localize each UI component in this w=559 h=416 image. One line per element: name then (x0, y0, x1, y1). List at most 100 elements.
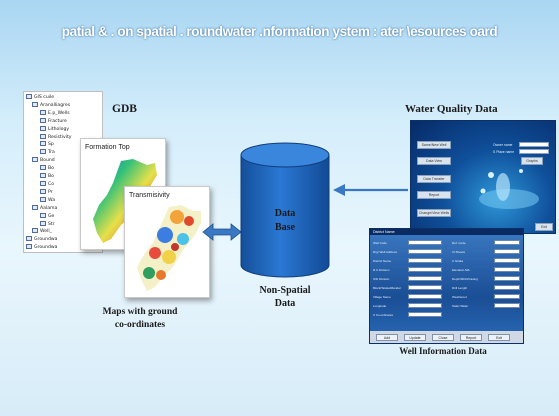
non-spatial-label: Non-Spatial Data (240, 284, 330, 310)
well-field-input[interactable] (408, 249, 442, 254)
tree-item[interactable]: Wa (26, 196, 100, 205)
tree-item-label: Sp (48, 142, 54, 148)
well-field-label: District Name (373, 259, 392, 263)
well-right-field-label: C.Strata (452, 259, 464, 263)
layer-icon (26, 236, 32, 242)
well-right-field-input[interactable] (494, 240, 520, 245)
tree-item[interactable]: Bo (26, 165, 100, 173)
tree-item-label: Well_ (40, 229, 52, 235)
well-field-label: Drg/ Well Address (373, 250, 397, 254)
tree-item[interactable]: Pr (26, 188, 100, 197)
well-right-field-label: Cl.Sheets (452, 250, 466, 254)
layer-icon (40, 188, 46, 194)
water-quality-screen: Same/New Well Data View Data Transfer Re… (410, 120, 556, 234)
well-field-label: X Co-ordinates (373, 313, 394, 317)
well-button-close[interactable]: Close (432, 334, 454, 341)
wq-place-label: S Place name (493, 150, 515, 154)
well-field-label: S/D Division (373, 277, 390, 281)
well-field-input[interactable] (408, 303, 442, 308)
tree-item-label: Pr (48, 189, 53, 195)
wq-button-5[interactable]: Change/View Wells (417, 209, 451, 217)
well-button-report[interactable]: Report (460, 334, 482, 341)
layer-icon (26, 94, 32, 99)
layer-icon (32, 157, 38, 163)
well-field-label: R.C.Division (373, 268, 390, 272)
tree-item[interactable]: Bo (26, 173, 100, 181)
well-field-input[interactable] (408, 240, 442, 245)
wq-owner-field[interactable] (519, 142, 549, 147)
well-button-exit[interactable]: Exit (488, 334, 510, 341)
tree-item[interactable]: Fracture (26, 117, 100, 126)
tree-item[interactable]: Ge (26, 212, 100, 221)
well-field-input[interactable] (408, 312, 442, 317)
well-field-input[interactable] (408, 285, 442, 290)
well-field-input[interactable] (408, 267, 442, 272)
well-field-input[interactable] (408, 258, 442, 263)
wq-exit-button[interactable]: Exit (535, 223, 553, 231)
wq-place-field[interactable] (519, 149, 549, 154)
well-field-label: Longitude (373, 304, 387, 308)
tree-item[interactable]: Str (26, 220, 100, 229)
wq-owner-label: Owner name (493, 143, 513, 147)
tree-item[interactable]: Tra (26, 149, 100, 157)
well-right-field-input[interactable] (494, 258, 520, 263)
tree-item[interactable]: Aranalliagres (26, 101, 100, 110)
well-right-field-input[interactable] (494, 303, 520, 308)
gdb-label: GDB (112, 103, 137, 115)
tree-item-label: Fracture (48, 118, 67, 124)
layer-icon (40, 212, 46, 218)
well-field-input[interactable] (408, 276, 442, 281)
well-right-field-input[interactable] (494, 267, 520, 272)
tree-item[interactable]: Groundwa (26, 244, 100, 252)
well-field-input[interactable] (408, 294, 442, 299)
tree-item[interactable]: Well_ (26, 228, 100, 236)
tree-item-label: GIS cuile (34, 95, 55, 100)
well-button-update[interactable]: Update (404, 334, 426, 341)
database-label-line2: Base (275, 222, 295, 233)
tree-item-label: Wa (48, 197, 56, 203)
tree-item-label: E.p_Wells (48, 110, 70, 116)
well-right-field-input[interactable] (494, 294, 520, 299)
well-field-label: Well Code (373, 241, 387, 245)
well-right-field-input[interactable] (494, 276, 520, 281)
layer-icon (40, 220, 46, 226)
tree-item[interactable]: Lithology (26, 125, 100, 134)
well-right-field-label: Weathered (452, 295, 467, 299)
water-splash-image (479, 169, 539, 209)
formation-top-title: Formation Top (85, 144, 130, 151)
tree-item[interactable]: GIS cuile (26, 94, 100, 102)
layer-icon (32, 101, 38, 107)
non-spatial-line1: Non-Spatial (259, 285, 311, 296)
well-right-field-input[interactable] (494, 285, 520, 290)
layer-icon (40, 141, 46, 147)
tree-item[interactable]: Groundwa (26, 236, 100, 244)
wq-button-4[interactable]: Report (417, 191, 451, 199)
maps-label-line1: Maps with ground (102, 307, 178, 317)
wq-button-1[interactable]: Same/New Well (417, 141, 451, 149)
tree-item[interactable]: Resistivity (26, 133, 100, 142)
layer-icon (40, 133, 46, 139)
well-right-field-input[interactable] (494, 249, 520, 254)
layer-icon (40, 173, 46, 179)
tree-item[interactable]: Aalama (26, 204, 100, 213)
tree-item[interactable]: Sp (26, 141, 100, 149)
well-info-label: Well Information Data (399, 346, 487, 356)
wq-graphs-button[interactable]: Graphs (521, 157, 543, 165)
wq-button-3[interactable]: Data Transfer (417, 175, 451, 183)
tree-item[interactable]: Co (26, 180, 100, 189)
tree-item-label: Tra (48, 150, 55, 156)
tree-item[interactable]: Bound (26, 157, 100, 165)
well-button-add[interactable]: Add (376, 334, 398, 341)
layer-icon (40, 165, 46, 171)
wq-button-2[interactable]: Data View (417, 157, 451, 165)
transmisivity-map: Transmisivity (124, 186, 210, 298)
well-right-field-label: Elevation M/L (452, 268, 471, 272)
well-right-field-label: Depth/MCD/Casing (452, 277, 478, 281)
tree-item[interactable]: E.p_Wells (26, 109, 100, 118)
slide-title: patial & . on spatial . roundwater .nfor… (61, 24, 498, 39)
layer-icon (40, 196, 46, 202)
tree-item-label: Str (48, 221, 55, 227)
layer-icon (40, 149, 46, 155)
transmisivity-title: Transmisivity (129, 192, 170, 199)
